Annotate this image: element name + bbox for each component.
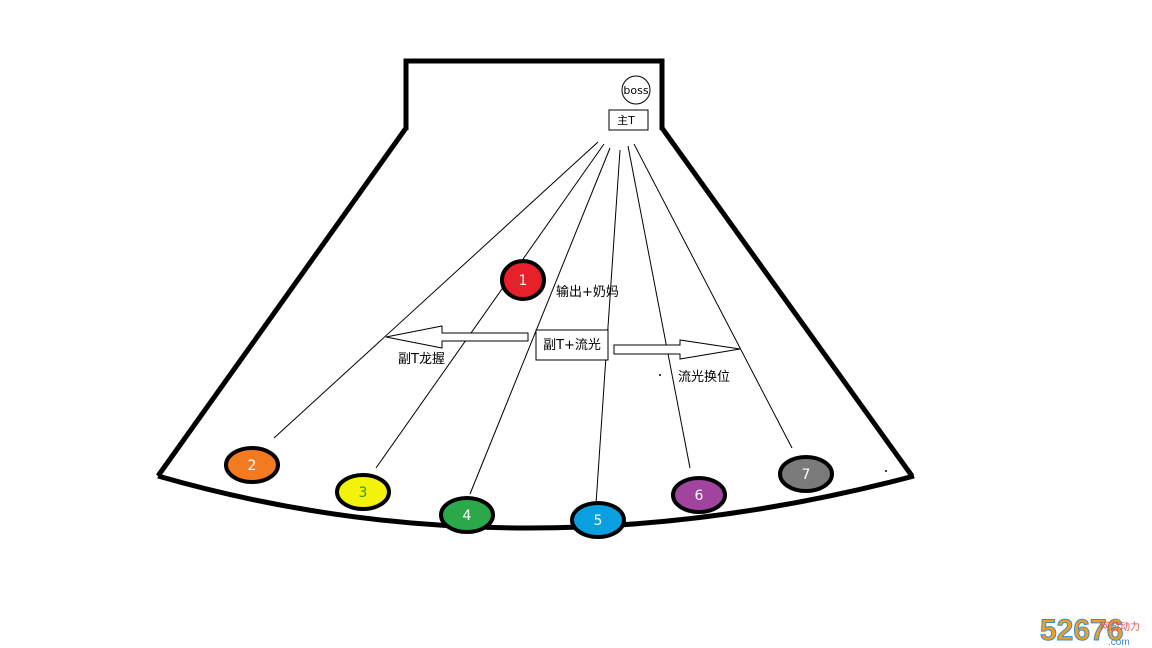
player-label: 1 [519, 273, 528, 289]
players-group: 1 2 3 4 5 6 7 [224, 259, 834, 539]
player-4: 4 [439, 496, 495, 534]
player-circle [778, 455, 834, 493]
player-circle [671, 476, 727, 514]
left-arrow [385, 325, 529, 349]
player-circle [335, 473, 391, 511]
player-2: 2 [224, 446, 280, 484]
stray-dot [885, 470, 887, 472]
player-5: 5 [570, 501, 626, 539]
stray-dot [904, 465, 906, 467]
tank-lines [273, 141, 793, 505]
dps-heal-annotation: 输出+奶妈 [556, 284, 619, 300]
watermark-tag: 网游动力 [1100, 620, 1140, 633]
stray-dot [659, 374, 661, 376]
player-label: 3 [359, 485, 368, 501]
right-arrow [613, 339, 741, 360]
player-label: 4 [463, 508, 472, 524]
player-label: 7 [802, 467, 811, 483]
sub-tank-label: 副T+流光 [543, 338, 601, 353]
player-circle [224, 446, 280, 484]
main-tank-label: 主T [617, 114, 635, 127]
player-1: 1 [500, 259, 546, 301]
player-6: 6 [671, 476, 727, 514]
player-7: 7 [778, 455, 834, 493]
player-3: 3 [335, 473, 391, 511]
watermark-tld: .com [1108, 637, 1130, 648]
player-label: 6 [695, 488, 704, 504]
main-tank-box: 主T [608, 109, 649, 131]
player-circle [500, 259, 546, 301]
watermark-logo: 52676 .com 网游动力 [1040, 614, 1141, 648]
sub-tank-dragon-annotation: 副T龙握 [398, 352, 445, 367]
room-outline [155, 58, 915, 531]
player-label: 2 [248, 458, 257, 474]
player-circle [570, 501, 626, 539]
player-circle [439, 496, 495, 534]
watermark-site: 52676 [1040, 614, 1123, 647]
sub-tank-box: 副T+流光 [535, 329, 609, 361]
boss-marker: boss [621, 75, 651, 105]
swap-annotation: 流光换位 [678, 370, 730, 385]
player-label: 5 [594, 513, 603, 529]
boss-label: boss [623, 84, 648, 97]
